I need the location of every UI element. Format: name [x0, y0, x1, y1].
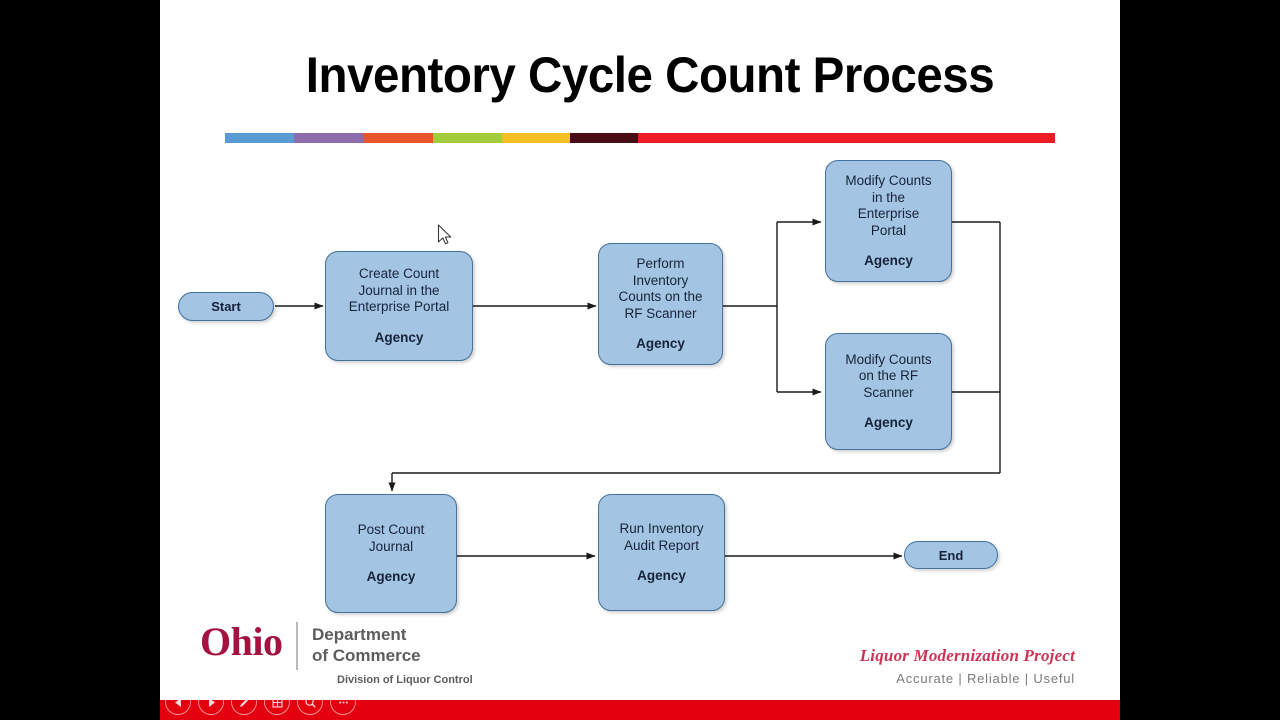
flow-node-end[interactable]: End [904, 541, 998, 569]
flowchart: Start Create Count Journal in the Enterp… [160, 0, 1120, 720]
ohio-department-of-commerce-logo: Ohio Department of Commerce [200, 620, 421, 670]
flow-node-post-count-journal[interactable]: Post Count Journal Agency [325, 494, 457, 613]
flow-node-modify-counts-enterprise-portal[interactable]: Modify Counts in the Enterprise Portal A… [825, 160, 952, 282]
magnifier-icon [304, 696, 316, 708]
flow-node-role: Agency [864, 253, 913, 268]
flow-node-label: Create Count Journal in the Enterprise P… [348, 266, 450, 315]
flow-node-role: Agency [637, 568, 686, 583]
logo-divider [296, 622, 298, 670]
grid-icon [271, 696, 283, 708]
rule-segment-red [638, 133, 1055, 143]
rule-segment-green [433, 133, 502, 143]
ellipsis-icon [338, 700, 348, 704]
accent-rule-bar [225, 133, 1055, 143]
project-tagline: Accurate | Reliable | Useful [896, 671, 1075, 686]
flow-node-end-label: End [938, 547, 964, 563]
flow-node-label: Modify Counts in the Enterprise Portal [845, 173, 932, 238]
flow-node-role: Agency [864, 415, 913, 431]
flow-node-role: Agency [374, 329, 424, 345]
flow-node-label: Modify Counts on the RF Scanner [845, 351, 932, 400]
rule-segment-purple [294, 133, 363, 143]
next-icon [208, 697, 215, 707]
zoom-button[interactable] [297, 689, 323, 715]
previous-icon [174, 697, 181, 707]
rule-segment-maroon [570, 133, 638, 143]
ohio-wordmark: Ohio [200, 619, 283, 664]
next-slide-button[interactable] [198, 689, 224, 715]
presentation-slide: Inventory Cycle Count Process [160, 0, 1120, 720]
all-slides-button[interactable] [264, 689, 290, 715]
presentation-controls [165, 688, 356, 716]
flow-node-label: Run Inventory Audit Report [619, 521, 704, 553]
rule-segment-yellow [502, 133, 570, 143]
page-title: Inventory Cycle Count Process [305, 47, 995, 103]
project-title: Liquor Modernization Project [859, 646, 1075, 665]
rule-segment-orange [363, 133, 433, 143]
flow-node-role: Agency [636, 336, 685, 351]
flow-node-run-inventory-audit-report[interactable]: Run Inventory Audit Report Agency [598, 494, 725, 611]
department-name: Department of Commerce [311, 625, 421, 665]
flow-node-start[interactable]: Start [178, 292, 274, 321]
flow-node-perform-inventory-counts[interactable]: Perform Inventory Counts on the RF Scann… [598, 243, 723, 365]
pen-tool-button[interactable] [231, 689, 257, 715]
flow-node-modify-counts-rf-scanner[interactable]: Modify Counts on the RF Scanner Agency [825, 333, 952, 450]
flowchart-connectors [275, 218, 1001, 560]
flow-node-label: Perform Inventory Counts on the RF Scann… [618, 256, 703, 321]
flow-node-label: Post Count Journal [357, 522, 425, 554]
more-options-button[interactable] [330, 689, 356, 715]
division-name: Division of Liquor Control [337, 674, 473, 686]
flow-node-create-count-journal[interactable]: Create Count Journal in the Enterprise P… [325, 251, 473, 361]
previous-slide-button[interactable] [165, 689, 191, 715]
project-branding: Liquor Modernization Project Accurate | … [860, 646, 1075, 689]
flow-node-role: Agency [366, 569, 416, 584]
flow-node-start-label: Start [211, 299, 241, 314]
rule-segment-blue [225, 133, 294, 143]
pen-icon [239, 696, 250, 707]
presentation-control-bar [160, 700, 1120, 720]
